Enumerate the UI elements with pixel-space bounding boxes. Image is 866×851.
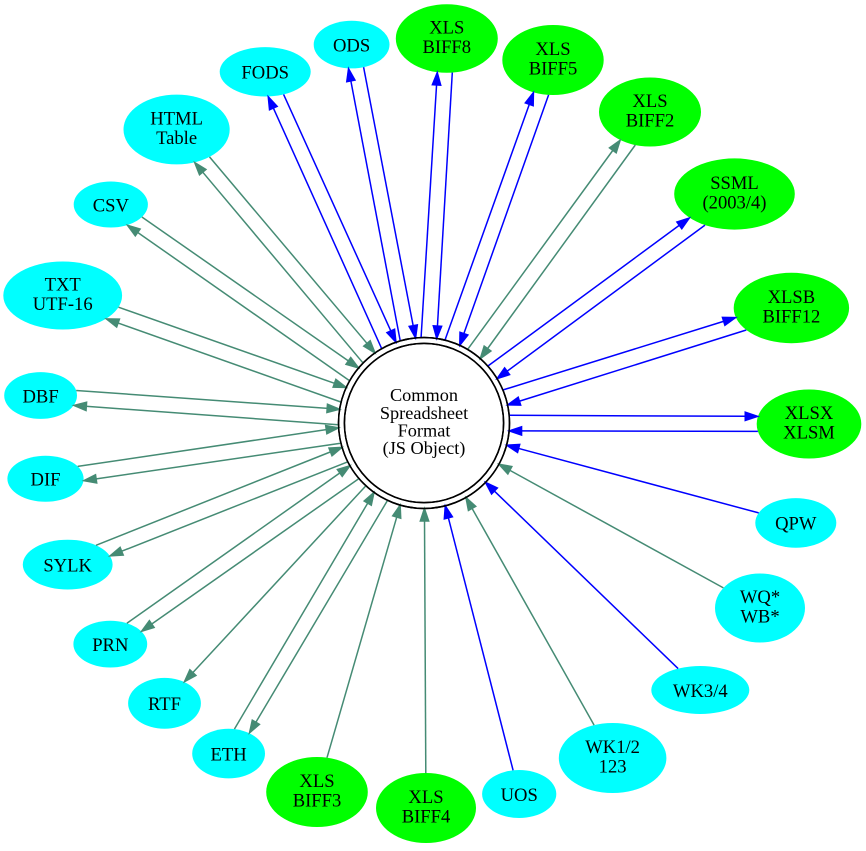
svg-text:ETH: ETH [211, 744, 247, 765]
svg-text:FODS: FODS [241, 63, 289, 84]
svg-text:BIFF8: BIFF8 [423, 37, 472, 58]
svg-text:BIFF12: BIFF12 [762, 307, 820, 328]
svg-text:XLS: XLS [632, 91, 667, 112]
svg-text:UOS: UOS [501, 785, 538, 806]
svg-text:XLS: XLS [408, 787, 443, 808]
svg-text:UTF-16: UTF-16 [33, 294, 93, 315]
svg-text:SYLK: SYLK [43, 555, 92, 576]
svg-text:CSV: CSV [93, 195, 130, 216]
svg-text:QPW: QPW [775, 514, 817, 535]
svg-text:BIFF4: BIFF4 [402, 807, 451, 828]
svg-text:WB*: WB* [740, 607, 779, 628]
svg-text:DIF: DIF [31, 470, 61, 491]
svg-text:Spreadsheet: Spreadsheet [380, 403, 468, 423]
svg-text:123: 123 [599, 757, 627, 778]
svg-text:WK3/4: WK3/4 [673, 681, 728, 702]
svg-text:XLS: XLS [535, 39, 570, 60]
svg-text:BIFF5: BIFF5 [529, 59, 578, 80]
svg-text:XLSB: XLSB [768, 287, 816, 308]
svg-text:Format: Format [398, 421, 451, 441]
svg-text:XLS: XLS [429, 18, 464, 39]
svg-text:XLS: XLS [299, 771, 334, 792]
svg-text:Common: Common [390, 385, 458, 405]
svg-text:SSML: SSML [710, 173, 759, 194]
svg-text:WK1/2: WK1/2 [585, 737, 640, 758]
svg-text:BIFF3: BIFF3 [293, 791, 342, 812]
svg-text:PRN: PRN [92, 635, 128, 656]
svg-text:RTF: RTF [148, 694, 181, 715]
svg-text:DBF: DBF [23, 386, 59, 407]
svg-text:Table: Table [156, 128, 197, 149]
svg-text:HTML: HTML [150, 109, 203, 130]
svg-text:XLSX: XLSX [785, 403, 834, 424]
svg-text:(JS Object): (JS Object) [383, 438, 466, 459]
svg-text:BIFF2: BIFF2 [626, 111, 675, 132]
svg-text:XLSM: XLSM [783, 423, 835, 444]
svg-text:ODS: ODS [333, 35, 370, 56]
svg-text:WQ*: WQ* [740, 587, 780, 608]
svg-text:(2003/4): (2003/4) [702, 193, 766, 214]
svg-text:TXT: TXT [45, 275, 82, 296]
